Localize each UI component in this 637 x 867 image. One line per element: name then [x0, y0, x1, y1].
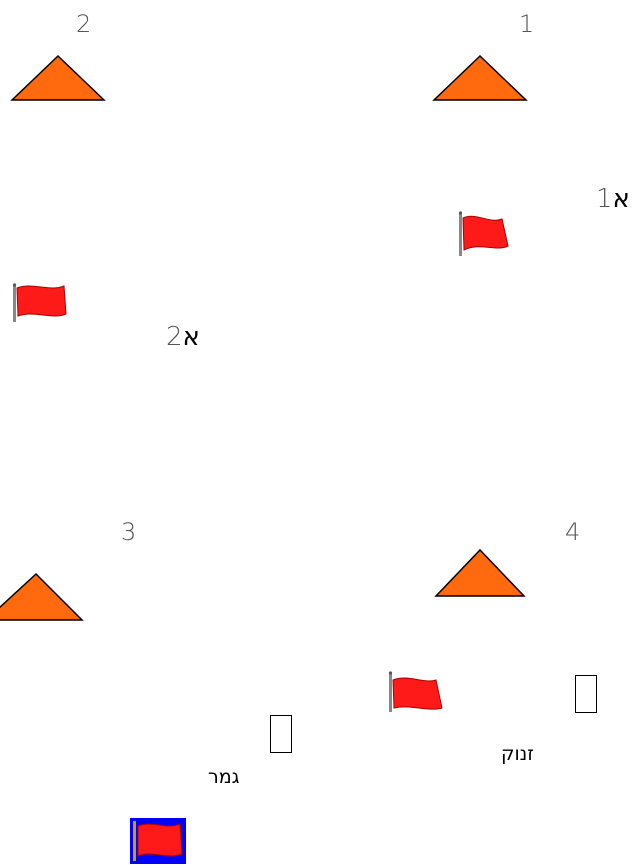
triangle-buoy-icon	[10, 54, 106, 101]
start-label: זנוק	[501, 743, 534, 765]
finish-label: גמר	[208, 766, 240, 788]
red-flag-icon	[458, 211, 509, 256]
start-mark-box	[575, 675, 597, 713]
buoy-4-number: 4	[565, 518, 581, 546]
mark-1-label: א1	[596, 186, 630, 212]
triangle-buoy-icon	[434, 548, 526, 597]
buoy-2-number: 2	[76, 10, 92, 38]
triangle-buoy-icon	[0, 572, 84, 621]
red-flag-icon	[12, 283, 67, 322]
buoy-3-number: 3	[121, 518, 137, 546]
mark-2-digit: 2	[166, 322, 183, 352]
mark-1-digit: 1	[596, 184, 613, 214]
triangle-buoy-icon	[432, 54, 528, 101]
mark-1-letter: א	[612, 184, 630, 214]
red-flag-icon	[388, 671, 443, 712]
mark-2-letter: א	[182, 322, 200, 352]
finish-flag-icon	[130, 818, 186, 864]
finish-mark-box	[270, 715, 292, 753]
mark-2-label: א2	[166, 324, 200, 350]
buoy-1-number: 1	[519, 10, 535, 38]
